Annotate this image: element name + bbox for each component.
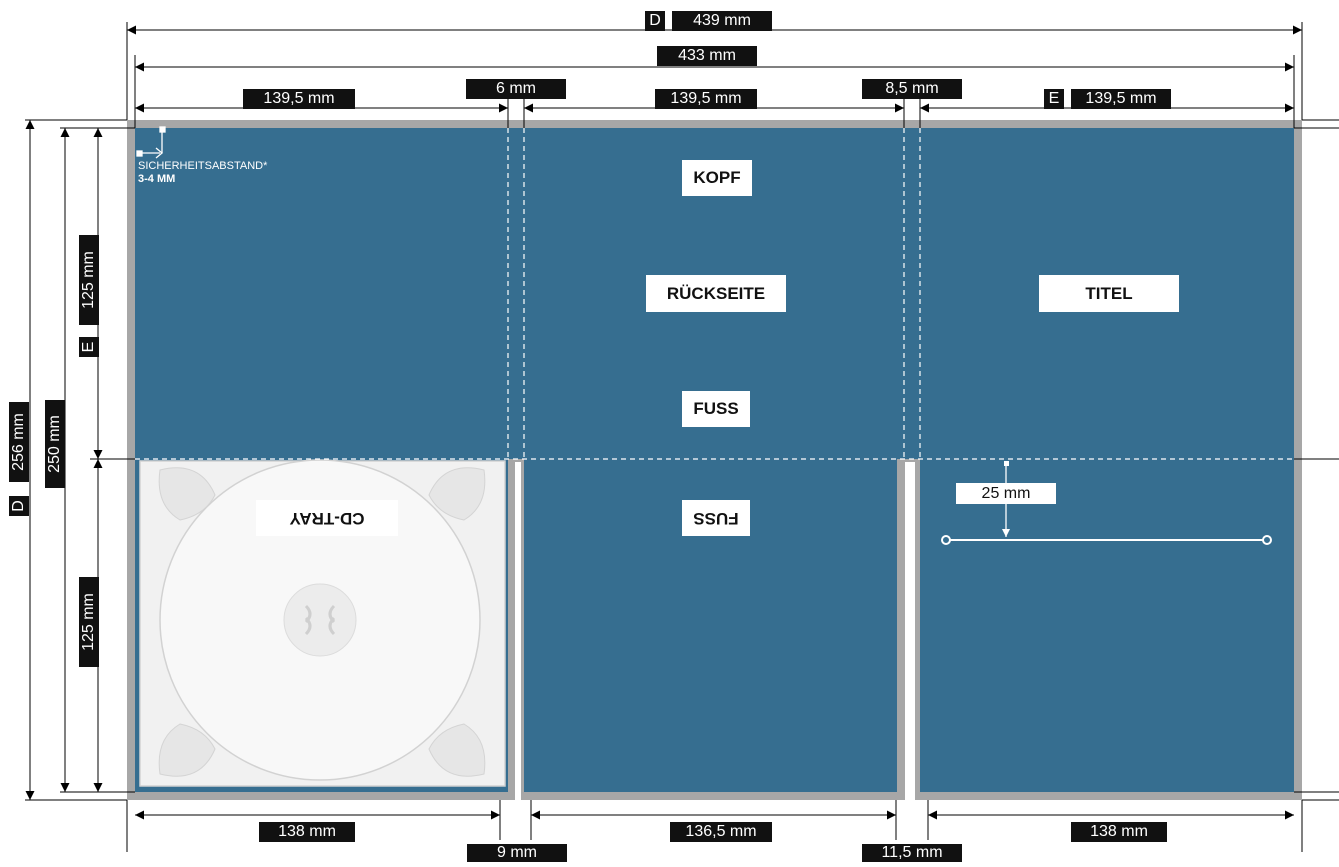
dim-prefix-d-top: D bbox=[645, 11, 665, 31]
dim-inner-height: 250 mm bbox=[45, 400, 65, 488]
dim-left-lower: 125 mm bbox=[79, 577, 99, 667]
dim-prefix-e-top: E bbox=[1044, 89, 1064, 109]
label-kopf: KOPF bbox=[682, 160, 752, 196]
dim-bottom-fold-2: 11,5 mm bbox=[862, 844, 962, 862]
dim-total-height: 256 mm bbox=[9, 402, 29, 482]
label-fuss: FUSS bbox=[682, 391, 750, 427]
dim-top-middle: 139,5 mm bbox=[655, 89, 757, 109]
label-cd-tray: CD-TRAY bbox=[256, 500, 398, 536]
dim-prefix-d-left: D bbox=[9, 496, 29, 516]
dim-inner-width: 433 mm bbox=[657, 46, 757, 66]
dim-left-upper: 125 mm bbox=[79, 235, 99, 325]
dim-total-width: 439 mm bbox=[672, 11, 772, 31]
safety-note: SICHERHEITSABSTAND* 3-4 MM bbox=[138, 160, 267, 186]
label-fuss-flipped: FUSS bbox=[682, 500, 750, 536]
lower-right-panel bbox=[920, 459, 1294, 792]
marker-25mm bbox=[941, 461, 1272, 545]
safety-note-line1: SICHERHEITSABSTAND* bbox=[138, 160, 268, 172]
dim-top-right: 139,5 mm bbox=[1071, 89, 1171, 109]
dim-top-fold-2: 8,5 mm bbox=[862, 79, 962, 99]
dim-bottom-fold-1: 9 mm bbox=[467, 844, 567, 862]
label-titel: TITEL bbox=[1039, 275, 1179, 312]
dim-bottom-middle: 136,5 mm bbox=[670, 822, 772, 842]
marker-label: 25 mm bbox=[956, 483, 1056, 504]
fold-lines bbox=[135, 128, 1294, 460]
safety-corner-icon bbox=[136, 126, 166, 159]
dim-bottom-right: 138 mm bbox=[1071, 822, 1167, 842]
dim-top-left: 139,5 mm bbox=[243, 89, 355, 109]
dim-bottom-left: 138 mm bbox=[259, 822, 355, 842]
dim-prefix-e-left: E bbox=[79, 337, 99, 357]
label-rueckseite: RÜCKSEITE bbox=[646, 275, 786, 312]
safety-note-line2: 3-4 MM bbox=[138, 173, 176, 185]
dim-top-fold-1: 6 mm bbox=[466, 79, 566, 99]
